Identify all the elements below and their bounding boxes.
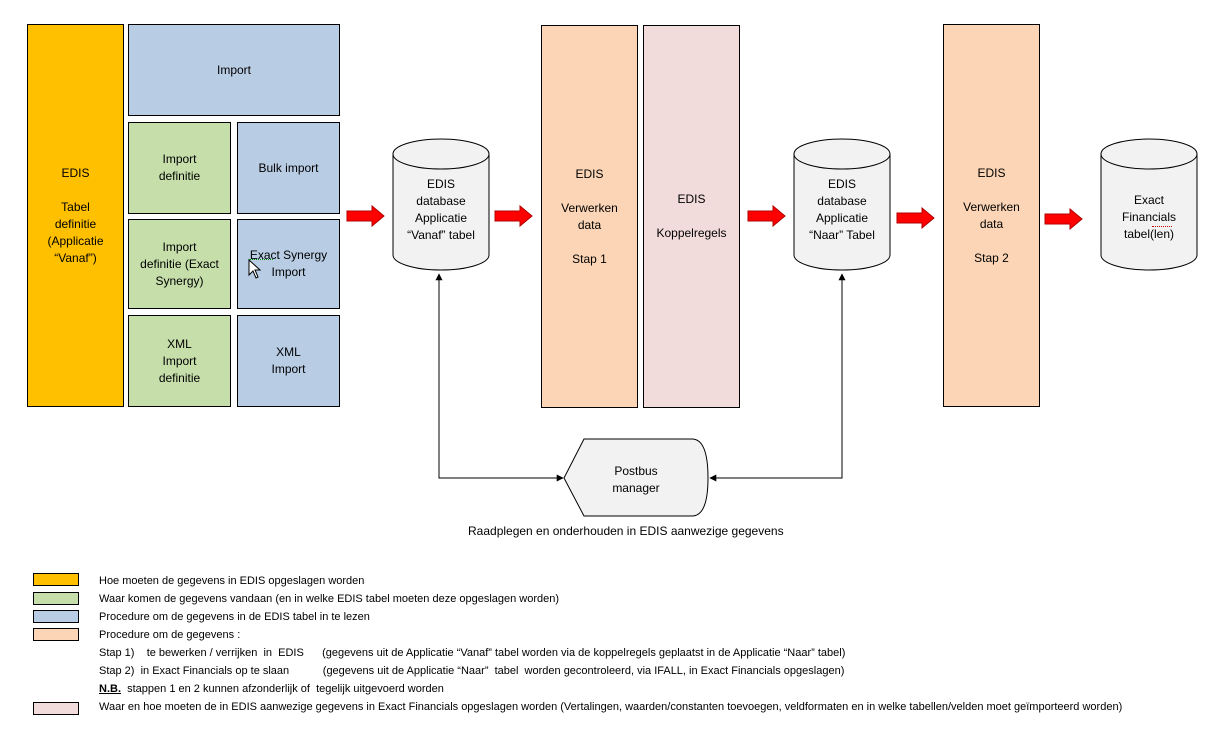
flow-arrow-icon (747, 205, 786, 227)
koppelregels-label: EDIS Koppelregels (656, 192, 727, 240)
edis-tabel-definitie-label: EDIS Tabel definitie (Applicatie “Vanaf”… (47, 165, 104, 265)
flow-arrow-icon (1044, 208, 1083, 230)
exact-financials-cylinder (1100, 138, 1198, 271)
xml-import-definitie-label: XML Import definitie (158, 336, 201, 385)
import-definitie-exact-block: Import definitie (Exact Synergy) (128, 219, 231, 309)
xml-import-label: XML Import (271, 345, 306, 376)
legend-text-stap1: Stap 1) te bewerken / verrijken in EDIS … (99, 647, 846, 659)
postbus-manager-label: Postbus manager (612, 464, 660, 495)
postbus-caption: Raadplegen en onderhouden in EDIS aanwez… (468, 524, 784, 538)
flow-arrow-icon (346, 205, 385, 227)
spellcheck-underline (1152, 226, 1172, 227)
legend-swatch-blue (33, 610, 79, 623)
bulk-import-label: Bulk import (258, 160, 319, 175)
note-text: stappen 1 en 2 kunnen afzonderlijk of te… (121, 683, 444, 695)
xml-import-block: XML Import (237, 315, 340, 407)
import-definitie-label: Import definitie (158, 152, 201, 183)
exact-financials-label: Exact Financials tabel(len) (1100, 175, 1198, 243)
note-label: N.B. (99, 683, 121, 695)
legend-text: Procedure om de gegevens in de EDIS tabe… (99, 611, 370, 623)
verwerken-stap2-block: EDIS Verwerken data Stap 2 (943, 24, 1040, 407)
vanaf-database-label: EDIS database Applicatie “Vanaf” tabel (407, 177, 475, 242)
import-definitie-block: Import definitie (128, 122, 231, 214)
naar-database-label: EDIS database Applicatie “Naar” Tabel (809, 177, 875, 242)
import-block: Import (128, 24, 340, 116)
verwerken-stap2-label: EDIS Verwerken data Stap 2 (963, 165, 1020, 265)
legend-swatch-orange (33, 573, 79, 586)
legend-swatch-pink (33, 702, 79, 715)
legend-text: Hoe moeten de gegevens in EDIS opgeslage… (99, 575, 365, 587)
edis-tabel-definitie-block: EDIS Tabel definitie (Applicatie “Vanaf”… (27, 24, 124, 407)
legend-swatch-green (33, 592, 79, 605)
bulk-import-block: Bulk import (237, 122, 340, 214)
exact-synergy-import-block: Exact Synergy Import (237, 219, 340, 309)
legend-text: Waar en hoe moeten de in EDIS aanwezige … (99, 701, 1123, 713)
verwerken-stap1-label: EDIS Verwerken data Stap 1 (561, 166, 618, 266)
legend-note: N.B. stappen 1 en 2 kunnen afzonderlijk … (99, 683, 444, 695)
mouse-cursor-icon (248, 259, 262, 279)
naar-database-cylinder (793, 138, 891, 271)
exact-financials-text: Exact Financials tabel(len) (1121, 193, 1177, 241)
legend-text-stap2: Stap 2) in Exact Financials op te slaan … (99, 665, 845, 677)
xml-import-definitie-block: XML Import definitie (128, 315, 231, 407)
flow-arrow-icon (494, 205, 533, 227)
legend-swatch-peach (33, 628, 79, 641)
flow-arrow-icon (896, 207, 935, 229)
legend-text: Waar komen de gegevens vandaan (en in we… (99, 593, 560, 605)
exact-synergy-import-label: Exact Synergy Import (249, 248, 328, 279)
grammar-underline (249, 259, 273, 260)
import-definitie-exact-label: Import definitie (Exact Synergy) (140, 239, 219, 288)
vanaf-database-cylinder (392, 138, 490, 271)
legend-text: Procedure om de gegevens : (99, 629, 241, 641)
import-label: Import (216, 62, 251, 77)
